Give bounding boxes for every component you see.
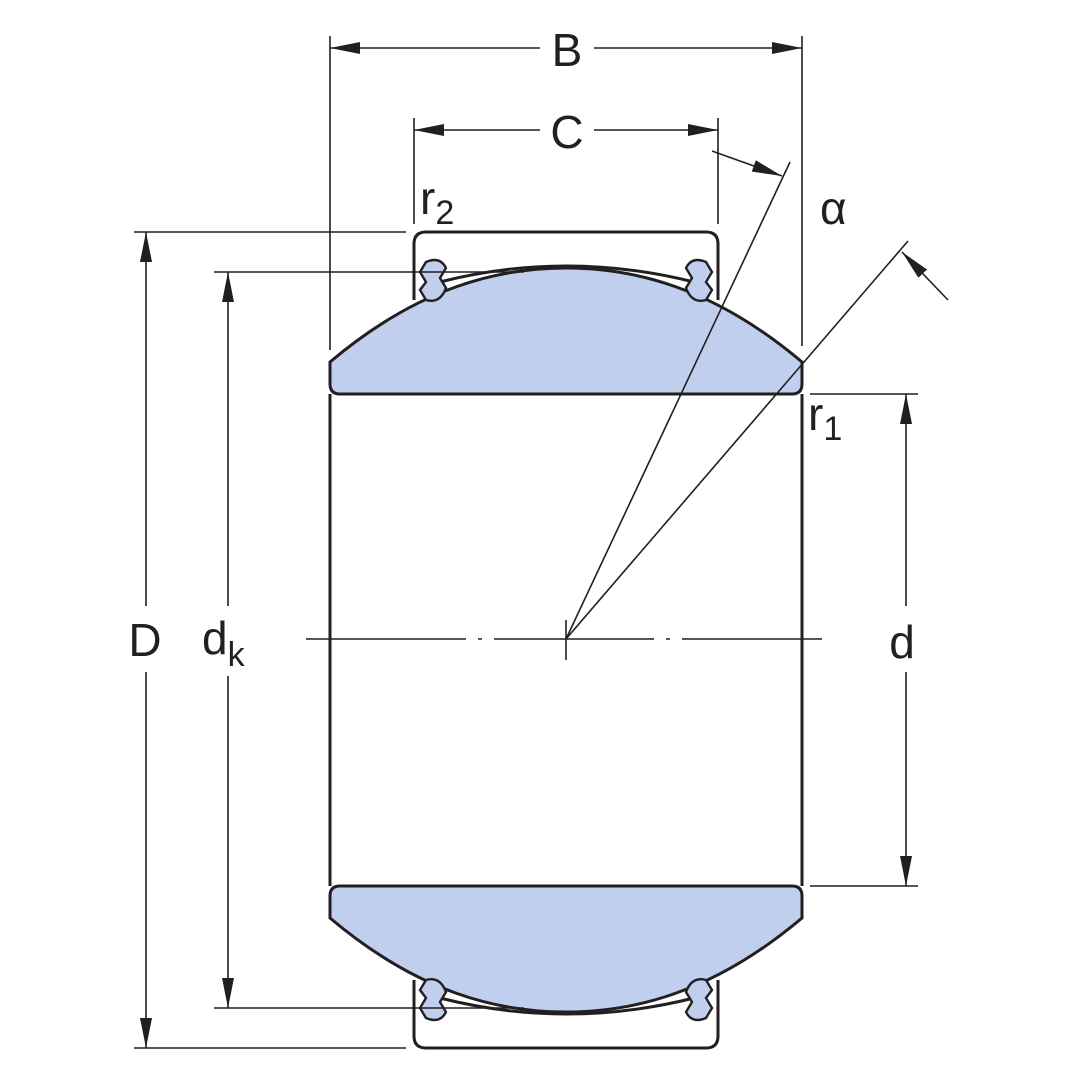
label-alpha: α <box>820 182 847 234</box>
seals <box>418 258 714 1022</box>
seal-bottom-right <box>684 978 714 1022</box>
label-sphere-diameter: dk <box>202 612 246 674</box>
alpha-arrow-upper <box>711 150 783 177</box>
inner-ring <box>328 266 804 1014</box>
label-dk-sub: k <box>228 636 246 674</box>
dimension-c: C <box>413 104 719 224</box>
dimension-bore-diameter: d <box>810 393 930 887</box>
label-outer-diameter: D <box>128 614 161 666</box>
label-bore-diameter: d <box>889 616 915 668</box>
outer-ring-bottom-bore <box>439 996 695 1016</box>
label-r1-base: r <box>808 388 823 440</box>
seal-top-right <box>684 258 714 302</box>
alpha-arrow-lower <box>901 251 949 301</box>
label-b: B <box>552 24 583 76</box>
label-r2: r2 <box>420 172 454 232</box>
label-r2-sub: 2 <box>435 194 454 232</box>
outer-ring-bottom-outline <box>412 980 720 1050</box>
dimension-sphere-diameter: dk <box>198 271 524 1009</box>
alpha-construction <box>565 150 949 640</box>
seal-top-left <box>418 258 448 302</box>
outer-ring-top-bore <box>439 264 695 284</box>
alpha-line-steep <box>565 161 791 640</box>
label-r1: r1 <box>808 388 842 448</box>
dimension-b: B <box>329 22 803 350</box>
dimension-outer-diameter: D <box>120 231 406 1049</box>
seal-bottom-left <box>418 978 448 1022</box>
center-line <box>306 620 822 660</box>
label-dk-base: d <box>202 612 228 664</box>
label-c: C <box>550 106 583 158</box>
label-r1-sub: 1 <box>823 410 842 448</box>
outer-ring-top-outline <box>412 230 720 300</box>
outer-ring <box>412 230 720 1050</box>
inner-ring-bottom <box>328 884 804 1014</box>
alpha-line-shallow <box>565 240 909 640</box>
label-r2-base: r <box>420 172 435 224</box>
